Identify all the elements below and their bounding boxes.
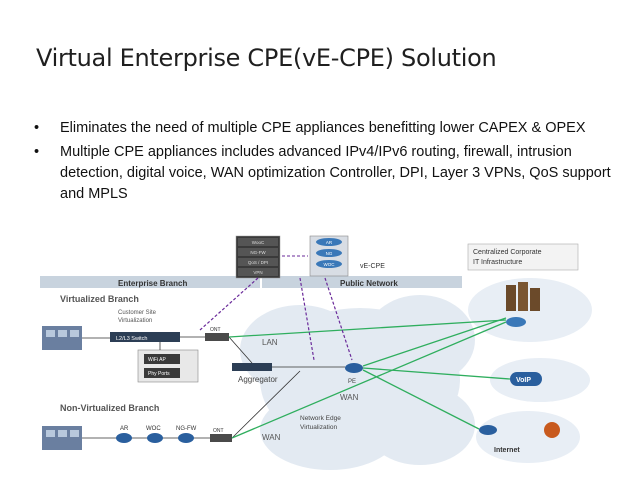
internet-cloud <box>476 411 580 463</box>
l2l3-switch-label: L2/L3 Switch <box>116 336 148 342</box>
woc-label: WOC <box>146 426 161 432</box>
lan-label: LAN <box>262 338 278 347</box>
vnf-label: NG-FW <box>250 250 266 255</box>
network-edge-label-1: Network Edge <box>300 415 341 422</box>
purple-dashed-link <box>299 277 315 361</box>
internet-label: Internet <box>494 447 520 454</box>
purple-dashed-link <box>199 277 259 331</box>
vnf-label: WooC <box>252 240 265 245</box>
public-network-bar <box>262 276 462 288</box>
vecpe-stack: AR NG WOC <box>309 235 349 277</box>
customer-site-label-2: Virtualization <box>118 318 152 324</box>
vecpe-box-label: AR <box>326 240 333 245</box>
customer-site-label-1: Customer Site <box>118 310 157 316</box>
vnf-label: QoS / DPI <box>248 260 268 265</box>
bullet-text: Multiple CPE appliances includes advance… <box>60 144 611 202</box>
vecpe-label: vE-CPE <box>360 263 385 270</box>
green-link-datacenter <box>228 319 507 338</box>
public-network-label: Public Network <box>340 279 398 288</box>
globe-icon <box>544 422 560 438</box>
bullet-marker: • <box>34 144 40 160</box>
server-racks-icon <box>506 282 540 327</box>
wan-cloud <box>240 295 475 470</box>
aggregator-icon <box>232 363 272 371</box>
ont-aggregator-link <box>228 336 253 364</box>
phy-ports-label: Phy Ports <box>148 371 170 377</box>
ont-label: ONT <box>210 327 221 333</box>
ngfw-label: NG-FW <box>176 426 197 432</box>
wan-label-2: WAN <box>262 433 281 442</box>
non-virtualized-branch-computers-icon <box>42 426 82 450</box>
voip-label: VoIP <box>516 377 531 384</box>
phy-ports-icon <box>144 368 180 378</box>
enterprise-branch-bar <box>40 276 260 288</box>
internet-router-icon <box>479 425 497 435</box>
ont-icon <box>205 333 229 341</box>
centralized-label-1: Centralized Corporate <box>473 249 542 256</box>
wifi-ap-icon <box>144 354 180 364</box>
l2l3-switch-icon <box>110 332 180 342</box>
network-diagram: Enterprise Branch Public Network Central… <box>40 235 592 470</box>
bullet-item: • Eliminates the need of multiple CPE ap… <box>30 118 615 139</box>
ar-label: AR <box>120 426 129 432</box>
woc-router-icon <box>147 433 163 443</box>
aggregator-label: Aggregator <box>238 375 278 384</box>
centralized-label-2: IT Infrastructure <box>473 259 522 266</box>
vnf-label: VPN <box>253 270 262 275</box>
bullet-list: • Eliminates the need of multiple CPE ap… <box>30 118 615 208</box>
green-link-non-virt <box>231 321 507 439</box>
green-link-internet <box>362 369 480 430</box>
vecpe-box-label: WOC <box>324 262 336 267</box>
bullet-text: Eliminates the need of multiple CPE appl… <box>60 120 586 136</box>
centralized-it-box <box>467 243 579 271</box>
ont-2-label: ONT <box>213 428 224 434</box>
ngfw-router-icon <box>178 433 194 443</box>
ar-router-icon <box>116 433 132 443</box>
pe-router-icon <box>345 363 363 373</box>
vnf-stack: WooC NG-FW QoS / DPI VPN <box>235 235 281 279</box>
ont2-aggregator-link <box>231 370 301 439</box>
wifi-ap-label: WiFi AP <box>148 357 166 363</box>
purple-dashed-link <box>324 277 353 361</box>
virtualized-branch-label: Virtualized Branch <box>60 294 139 304</box>
bullet-marker: • <box>34 120 40 136</box>
slide-title: Virtual Enterprise CPE(vE-CPE) Solution <box>36 44 497 72</box>
green-link-pe-dc <box>362 317 507 367</box>
vecpe-box-label: NG <box>326 251 333 256</box>
voip-icon <box>510 372 542 386</box>
virtualized-branch-computers-icon <box>42 326 82 350</box>
ont-2-icon <box>210 434 232 442</box>
pe-label: PE <box>348 379 356 385</box>
wan-label-1: WAN <box>340 393 359 402</box>
non-virtualized-branch-label: Non-Virtualized Branch <box>60 403 159 413</box>
green-link-voip <box>362 367 511 380</box>
network-edge-label-2: Virtualization <box>300 424 337 431</box>
enterprise-branch-label: Enterprise Branch <box>118 279 187 288</box>
bullet-item: • Multiple CPE appliances includes advan… <box>30 142 615 205</box>
